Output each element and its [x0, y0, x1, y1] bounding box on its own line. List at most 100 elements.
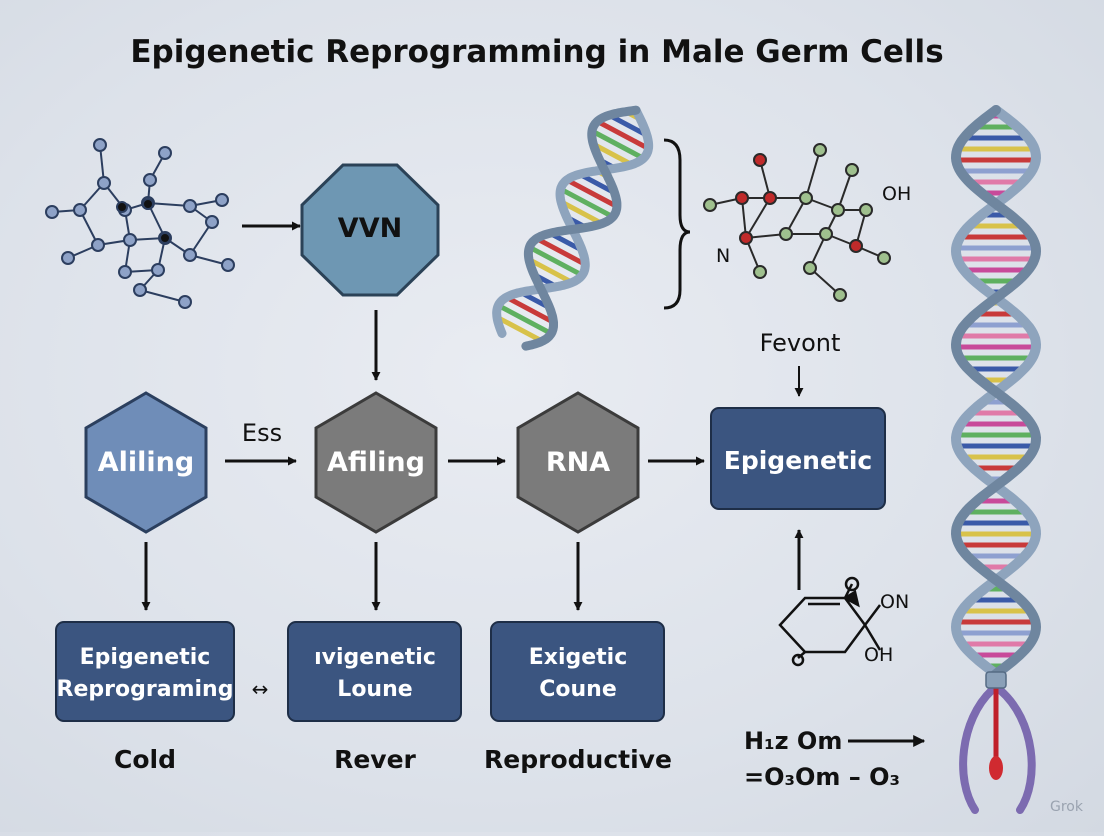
atom — [73, 203, 87, 217]
atom — [799, 191, 813, 205]
watermark: Grok — [1050, 799, 1084, 815]
atom — [849, 239, 863, 253]
atom — [151, 263, 165, 277]
atom — [158, 146, 172, 160]
base-pair — [527, 257, 574, 285]
atom — [779, 227, 793, 241]
box1-line1: Epigenetic — [80, 645, 211, 670]
atom — [205, 215, 219, 229]
atom — [178, 295, 192, 309]
afiling-label: Afiling — [327, 447, 425, 478]
on-label: ON — [880, 591, 909, 613]
atom — [831, 203, 845, 217]
box-exigetic-coune — [490, 621, 665, 722]
bond — [745, 197, 771, 239]
vvn-label: VVN — [338, 213, 402, 244]
atom — [845, 163, 859, 177]
molecule-network-left — [45, 138, 235, 309]
atom — [118, 265, 132, 279]
atom — [123, 233, 137, 247]
dna-helix-center — [492, 105, 654, 351]
atom — [221, 258, 235, 272]
atom — [763, 191, 777, 205]
bond — [139, 289, 186, 303]
dna-strand — [521, 105, 641, 351]
bond — [147, 202, 191, 207]
bond — [805, 149, 821, 199]
base-pair — [565, 177, 619, 209]
atom — [877, 251, 891, 265]
dna-helix-right — [950, 105, 1042, 680]
hexagon-aliling — [84, 391, 208, 534]
between-boxes-symbol: ↔ — [252, 677, 269, 701]
oh-bottom-label: OH — [864, 644, 893, 666]
base-pair — [505, 295, 555, 325]
formula-line1: H₁z Om — [744, 727, 842, 755]
atom — [91, 238, 105, 252]
oh-top-label: OH — [882, 183, 911, 205]
box-vigenetic-loune — [287, 621, 462, 722]
atom — [803, 261, 817, 275]
base-pair — [528, 244, 584, 278]
hexagon-rna — [516, 391, 640, 534]
formula-line2: =O₃Om – O₃ — [744, 763, 900, 791]
ess-label: Ess — [242, 419, 282, 447]
dna-strand — [950, 105, 1042, 680]
base-pair — [590, 128, 645, 161]
small-ring-molecule — [778, 576, 882, 667]
atom — [819, 227, 833, 241]
base-pair — [559, 186, 614, 220]
epigenetic-box — [710, 407, 886, 510]
rna-label: RNA — [546, 447, 610, 478]
atom-dark — [116, 201, 128, 213]
atom-dark — [142, 198, 154, 210]
base-pair — [559, 199, 604, 226]
atom — [183, 199, 197, 213]
box3-line2: Coune — [539, 677, 617, 702]
atom — [61, 251, 75, 265]
atom — [753, 153, 767, 167]
dna-helix-center-rotated — [492, 105, 654, 351]
box-epigenetic-reprograming — [55, 621, 235, 722]
atom — [93, 138, 107, 152]
atom — [739, 231, 753, 245]
atom — [215, 193, 229, 207]
epigenetic-box-label: Epigenetic — [724, 446, 873, 475]
atom — [133, 283, 147, 297]
base-pair — [495, 314, 544, 344]
atom-dark — [159, 232, 171, 244]
box3-line1: Exigetic — [529, 645, 628, 670]
atom — [833, 288, 847, 302]
aliling-label: Aliling — [98, 447, 194, 478]
cold-label: Cold — [114, 745, 176, 774]
atom — [753, 265, 767, 279]
molecule-right — [703, 143, 891, 302]
atom — [183, 248, 197, 262]
atom — [859, 203, 873, 217]
n-label: N — [716, 245, 730, 267]
diagram-title: Epigenetic Reprogramming in Male Germ Ce… — [130, 34, 943, 70]
hexagon-afiling — [314, 391, 438, 534]
box2-line1: ıvigenetic — [314, 645, 436, 670]
dna-strand — [492, 105, 654, 338]
base-pair — [596, 119, 650, 151]
atom — [143, 173, 157, 187]
atom — [97, 176, 111, 190]
vvn-node — [300, 163, 440, 297]
fevont-label: Fevont — [760, 329, 841, 357]
atom — [813, 143, 827, 157]
base-pair — [497, 303, 553, 336]
sperm-tail-shape — [959, 671, 1036, 814]
curly-brace — [663, 138, 691, 310]
base-pair — [592, 141, 633, 167]
atom — [45, 205, 59, 219]
box2-line2: Loune — [337, 677, 412, 702]
atom — [703, 198, 717, 212]
base-pair — [608, 113, 649, 138]
base-pair — [535, 236, 587, 267]
atom — [735, 191, 749, 205]
rever-label: Rever — [334, 745, 416, 774]
box1-line2: Reprograming — [57, 677, 234, 702]
